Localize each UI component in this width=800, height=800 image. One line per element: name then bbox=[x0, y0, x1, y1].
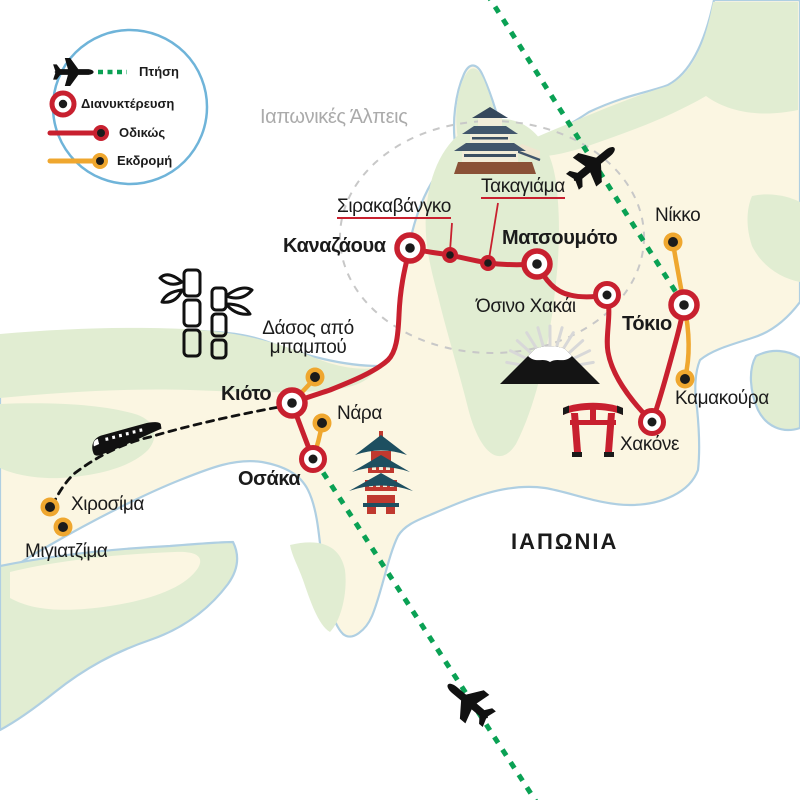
waypoint-shirakawago bbox=[442, 247, 458, 263]
kanto-east-vegetation bbox=[747, 194, 800, 282]
legend-road-icon bbox=[47, 125, 109, 141]
stop-kanazawa-overnight bbox=[394, 232, 426, 264]
stop-tokyo-overnight bbox=[668, 289, 700, 321]
excursion-kamakura bbox=[675, 369, 695, 389]
leader-takayama bbox=[488, 202, 499, 260]
waypoint-takayama bbox=[480, 255, 496, 271]
chugoku-north-vegetation bbox=[0, 327, 376, 398]
road-route-oshino-hakone bbox=[604, 292, 655, 425]
legend-excursion-icon bbox=[47, 153, 108, 169]
legend-overnight-icon bbox=[49, 90, 77, 118]
tohoku-coast-vegetation bbox=[505, 2, 798, 157]
road-route-kanazawa-kyoto bbox=[289, 245, 413, 406]
excursion-bamboo-forest bbox=[305, 367, 325, 387]
boso-peninsula bbox=[749, 349, 800, 432]
excursion-miyajima bbox=[53, 517, 73, 537]
kii-vegetation bbox=[290, 542, 346, 632]
excursion-nara bbox=[312, 413, 332, 433]
legend bbox=[47, 28, 209, 186]
mount-fuji-icon bbox=[500, 324, 600, 384]
stop-kyoto-overnight bbox=[276, 387, 308, 419]
train-icon bbox=[92, 422, 162, 456]
torii-gate-icon bbox=[563, 402, 623, 457]
stop-oshino-hakkai bbox=[593, 281, 621, 309]
bamboo-icon bbox=[158, 268, 254, 360]
airplane-south-icon bbox=[435, 670, 502, 734]
stop-osaka-overnight bbox=[299, 445, 327, 473]
leader-shirakawago bbox=[449, 222, 453, 252]
chugoku-south-vegetation bbox=[0, 403, 155, 479]
excursion-hiroshima bbox=[40, 497, 60, 517]
stop-matsumoto-overnight bbox=[521, 248, 553, 280]
excursion-nikko bbox=[663, 232, 683, 252]
stop-hakone bbox=[638, 408, 666, 436]
shikoku-interior bbox=[10, 551, 201, 610]
castle-icon bbox=[454, 107, 541, 174]
flight-line-north bbox=[487, 0, 687, 307]
road-route-kanazawa-matsumoto bbox=[407, 245, 540, 268]
pagoda-icon bbox=[349, 431, 413, 514]
